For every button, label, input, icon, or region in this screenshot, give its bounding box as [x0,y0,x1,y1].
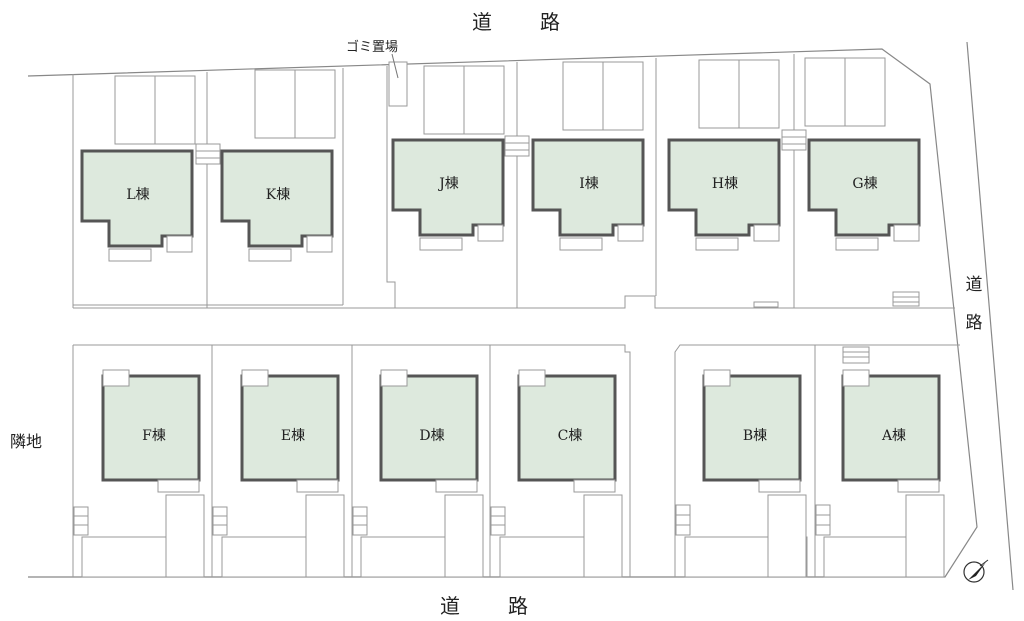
unit-label-F: F棟 [142,428,166,444]
house-G: G棟 [807,138,921,251]
house-K: K棟 [220,149,334,262]
unit-label-E: E棟 [281,428,305,444]
unit-label-G: G棟 [852,176,877,192]
unit-label-C: C棟 [558,428,583,444]
steps [195,129,920,364]
houses-bottom-row: F棟 E棟 D棟 C棟 [101,369,941,493]
garbage-area-label: ゴミ置場 [346,40,399,55]
house-H: H棟 [667,138,781,251]
unit-label-L: L棟 [126,187,149,203]
house-C: C棟 [517,369,617,493]
house-A: A棟 [841,369,941,493]
house-L: L棟 [80,149,194,262]
unit-label-K: K棟 [266,187,290,203]
lot-lines [72,54,960,577]
unit-label-D: D棟 [419,428,444,444]
unit-label-H: H棟 [712,176,738,192]
parking-spaces-top [114,57,886,145]
road-label-top: 道 路 [472,10,574,34]
house-E: E棟 [240,369,340,493]
houses-top-row: L棟 K棟 J棟 I棟 [80,138,921,262]
house-I: I棟 [531,138,645,251]
parking-spaces-bottom [73,494,945,578]
north-arrow-icon [963,559,989,583]
house-F: F棟 [101,369,201,493]
unit-label-I: I棟 [579,176,599,192]
unit-label-A: A棟 [881,428,906,444]
unit-label-J: J棟 [437,176,459,192]
neighbor-label: 隣地 [10,432,43,451]
road-label-right: 道路 [965,275,983,333]
house-J: J棟 [391,138,505,251]
road-label-bottom: 道 路 [440,594,542,618]
unit-label-B: B棟 [743,428,767,444]
house-D: D棟 [379,369,479,493]
garbage-leader-line [391,53,399,79]
house-B: B棟 [702,369,802,493]
